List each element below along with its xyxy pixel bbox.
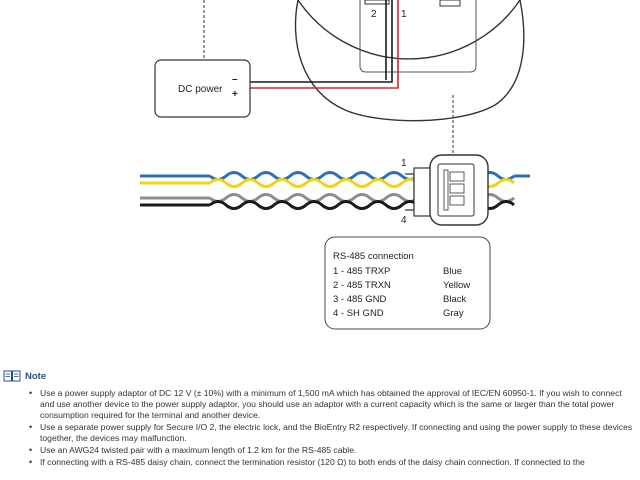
top-right-connector [439,0,461,7]
connector-pin-4: 4 [401,215,407,226]
dc-wire-red [250,0,399,89]
dc-wire-black [250,0,393,83]
rs485-connector [405,154,489,226]
note-item: Use a separate power supply for Secure I… [29,422,638,444]
top-connector [364,0,390,5]
dc-power-minus: – [232,74,238,85]
rs485-row-1-pin: 1 - 485 TRXP [333,266,390,277]
top-pin-right: 1 [401,9,407,20]
dc-power-label: DC power [178,84,223,95]
rs485-table-title: RS-485 connection [333,251,414,262]
device-circle [297,0,521,60]
top-pin-left: 2 [371,9,377,20]
rs485-row-4-pin: 4 - SH GND [333,308,384,319]
book-icon [3,370,21,382]
dc-power-plus: + [232,89,238,100]
note-section: Note Use a power supply adaptor of DC 12… [0,368,640,480]
note-header: Note [3,370,46,382]
note-item: Use an AWG24 twisted pair with a maximum… [29,445,638,456]
device-inner-frame [359,0,477,73]
device-circle-lower [294,0,525,122]
rs485-row-1-color: Blue [443,266,462,277]
rs485-row-4-color: Gray [443,308,464,319]
connector-pin-1: 1 [401,158,407,169]
note-item: If connecting with a RS-485 daisy chain,… [29,457,638,468]
note-item: Use a power supply adaptor of DC 12 V (±… [29,388,638,421]
rs485-row-3-pin: 3 - 485 GND [333,294,386,305]
rs485-table-box [324,236,491,330]
rs485-row-2-pin: 2 - 485 TRXN [333,280,391,291]
note-title: Note [25,370,47,382]
rs485-row-2-color: Yellow [443,280,470,291]
note-list: Use a power supply adaptor of DC 12 V (±… [29,388,638,469]
dc-power-box [154,59,251,118]
wiring-diagram: 2 1 DC power – + 1 4 RS-485 connect [140,0,530,330]
rs485-row-3-color: Black [443,294,466,305]
